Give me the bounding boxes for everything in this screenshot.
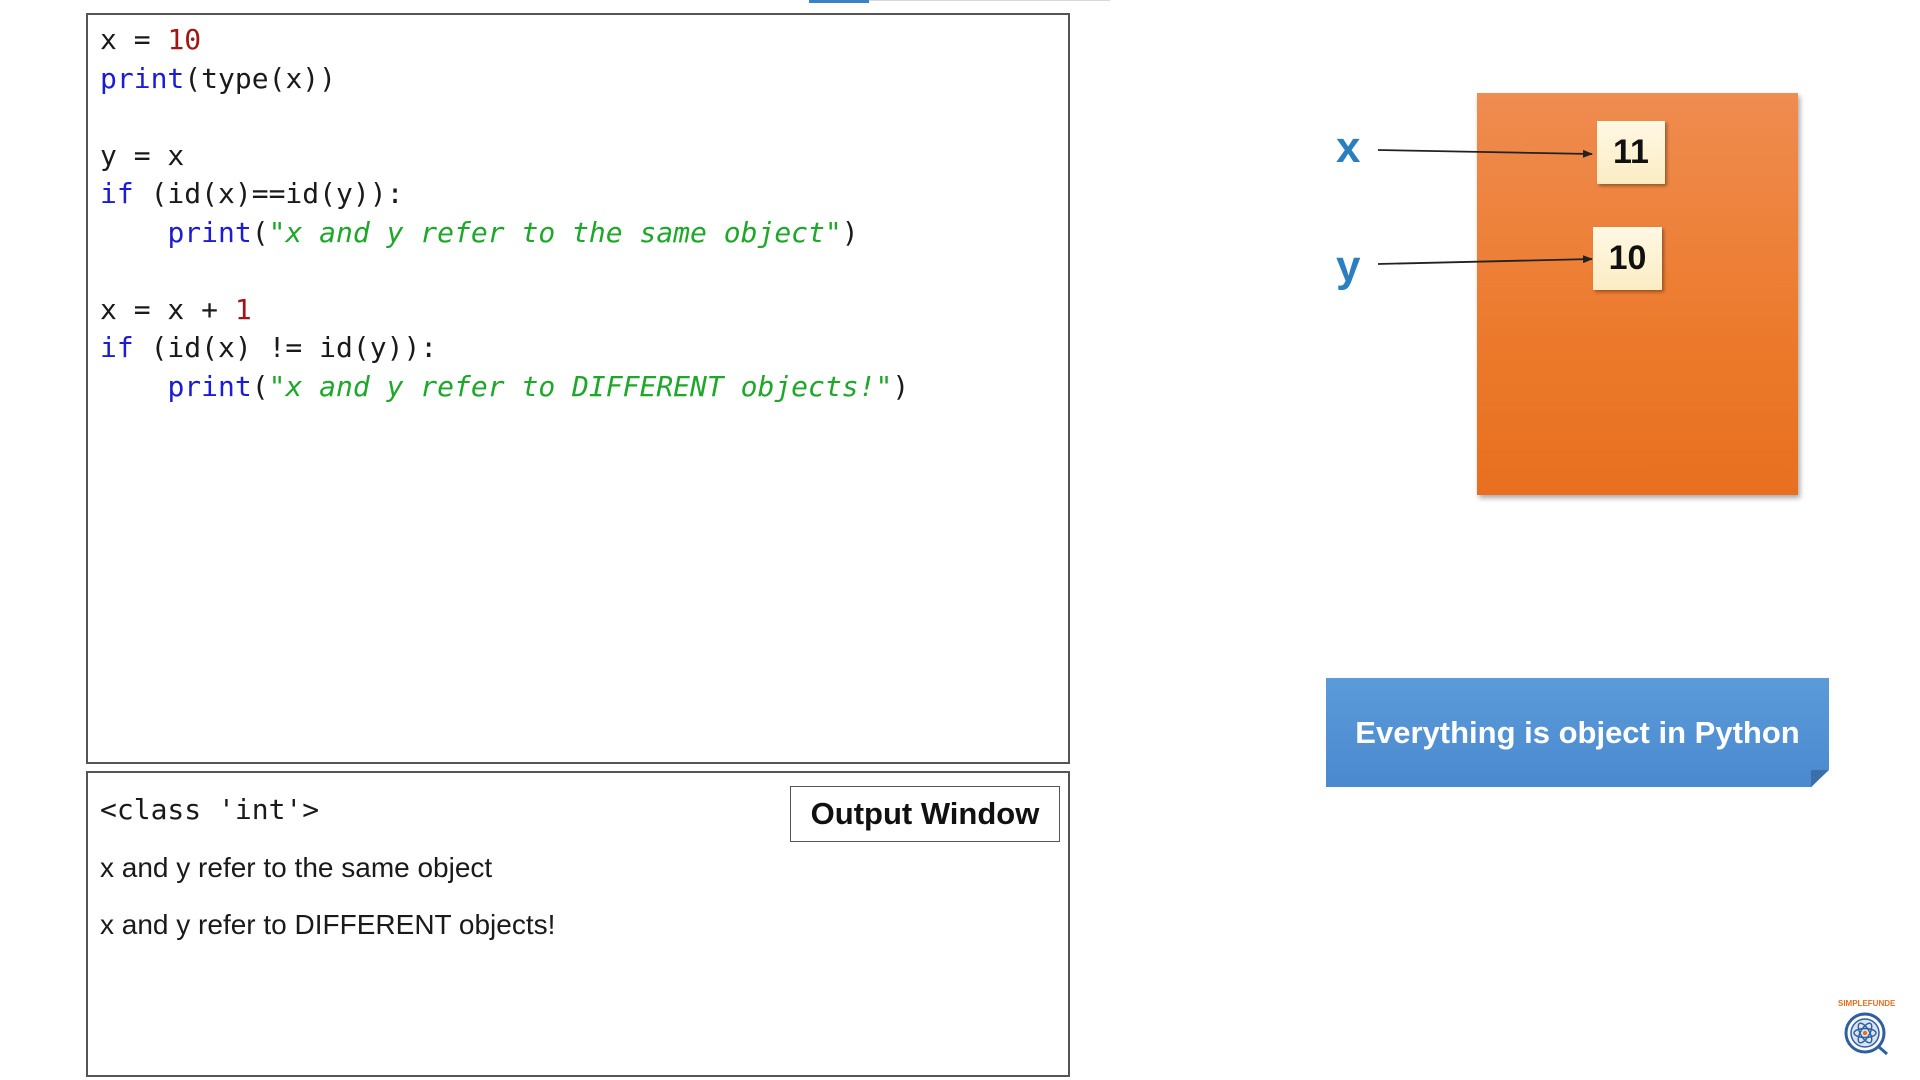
code-token-pl <box>100 216 167 249</box>
code-line: print("x and y refer to DIFFERENT object… <box>100 368 909 407</box>
output-line-different-objects: x and y refer to DIFFERENT objects! <box>100 909 556 940</box>
code-line: y = x <box>100 137 909 176</box>
code-token-kw: print <box>100 61 185 95</box>
output-panel: <class 'int'> x and y refer to the same … <box>86 771 1070 1077</box>
code-line: if (id(x) != id(y)): <box>100 329 909 368</box>
code-token-pl: x = <box>100 23 168 56</box>
code-line <box>100 252 909 291</box>
code-token-str: "x and y refer to DIFFERENT objects!" <box>268 369 893 403</box>
atom-gear-icon <box>1844 1012 1888 1056</box>
code-token-kw: if <box>100 331 134 364</box>
code-token-pl: ) <box>892 369 910 403</box>
object-box-10: 10 <box>1593 227 1662 290</box>
code-token-pl: ) <box>841 215 859 249</box>
code-line: print("x and y refer to the same object"… <box>100 214 909 253</box>
code-token-kw: if <box>100 177 134 210</box>
code-token-pl: ( <box>251 215 269 249</box>
output-line-same-object: x and y refer to the same object <box>100 852 493 883</box>
code-token-pl <box>100 370 167 403</box>
object-box-11: 11 <box>1597 121 1665 184</box>
output-line-class: <class 'int'> <box>100 793 320 826</box>
code-line: x = 10 <box>100 21 909 60</box>
code-line: if (id(x)==id(y)): <box>100 175 909 214</box>
callout-banner: Everything is object in Python <box>1326 678 1829 787</box>
code-line <box>100 98 909 137</box>
code-line: print(type(x)) <box>100 60 909 99</box>
top-tab-indicator <box>809 0 869 3</box>
output-window-label: Output Window <box>790 786 1060 842</box>
code-token-pl: (type(x)) <box>184 61 337 95</box>
code-token-num: 1 <box>234 292 252 326</box>
code-token-pl: ( <box>251 369 269 403</box>
code-token-kw: print <box>167 369 252 403</box>
code-token-pl: (id(x) != id(y)): <box>133 331 438 364</box>
code-token-pl: (id(x)==id(y)): <box>133 177 404 210</box>
top-divider <box>869 0 1110 1</box>
brand-logo: SIMPLEFUNDE <box>1838 999 1896 1056</box>
code-token-str: "x and y refer to the same object" <box>268 215 842 249</box>
callout-fold-corner <box>1811 770 1829 787</box>
variable-label-y: y <box>1336 242 1361 291</box>
brand-logo-text: SIMPLEFUNDE <box>1838 999 1896 1008</box>
code-token-pl: y = x <box>100 138 185 172</box>
variable-label-x: x <box>1336 123 1361 172</box>
code-token-pl: x = x + <box>100 292 235 326</box>
code-token-num: 10 <box>167 23 202 56</box>
code-line: x = x + 1 <box>100 291 909 330</box>
code-token-kw: print <box>167 215 252 249</box>
